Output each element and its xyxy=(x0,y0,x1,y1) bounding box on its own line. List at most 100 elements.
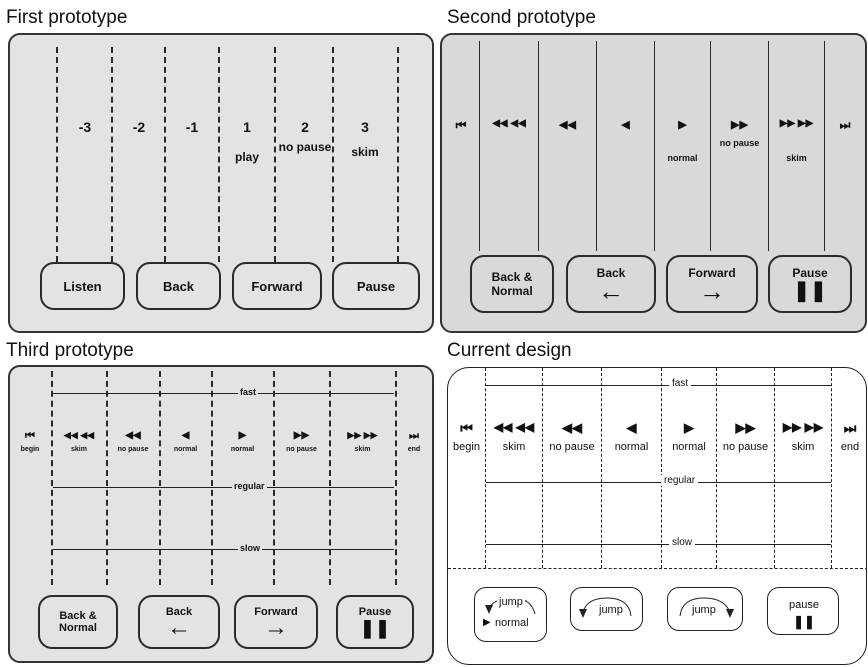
label-no-pause: no pause xyxy=(719,138,760,148)
column-divider xyxy=(768,41,769,251)
back-and-normal-button[interactable]: Back & Normal xyxy=(38,595,118,649)
rewind-no-pause-icon[interactable]: ◀◀ xyxy=(559,119,576,131)
pause-button[interactable]: Pause ❚❚ xyxy=(768,255,852,313)
label-end: end xyxy=(840,441,860,453)
rewind-normal-icon[interactable]: ◀ xyxy=(626,420,637,435)
label-normal: normal xyxy=(667,153,698,163)
pause-label: Pause xyxy=(358,606,392,618)
fast-rewind-skim-icon[interactable]: ◀◀ ◀◀ xyxy=(63,430,95,440)
forward-no-pause-icon[interactable]: ▶▶ xyxy=(293,430,310,441)
column-divider xyxy=(596,41,597,251)
forward-no-pause-icon[interactable]: ▶▶ xyxy=(735,420,756,435)
jump-forward-button[interactable]: jump xyxy=(667,587,743,631)
jump-label: jump xyxy=(690,604,718,616)
forward-button[interactable]: Forward → xyxy=(666,255,758,313)
label-normal: normal xyxy=(614,441,649,453)
forward-button[interactable]: Forward → xyxy=(234,595,318,649)
forward-no-pause-icon[interactable]: ▶▶ xyxy=(731,119,748,131)
rewind-no-pause-icon[interactable]: ◀◀ xyxy=(125,430,141,441)
jump-back-button[interactable]: jump xyxy=(570,587,643,631)
speed-minus-1[interactable]: -1 xyxy=(185,119,199,135)
label-no-pause: no pause xyxy=(117,446,149,453)
speed-minus-3[interactable]: -3 xyxy=(78,119,92,135)
speed-2[interactable]: 2 xyxy=(301,119,309,135)
label-normal: normal xyxy=(173,446,198,453)
pause-icon: ❚❚ xyxy=(793,280,827,302)
skip-to-begin-icon[interactable]: ⏮ xyxy=(460,420,473,436)
regular-speed-line xyxy=(486,482,831,483)
skip-to-end-icon[interactable]: ⏭ xyxy=(843,420,857,436)
rewind-no-pause-icon[interactable]: ◀◀ xyxy=(562,420,582,435)
jump-label: jump xyxy=(597,604,625,616)
pause-button[interactable]: Pause xyxy=(332,262,420,310)
second-prototype-panel: ⏮ ◀◀ ◀◀ ◀◀ ◀ ▶ ▶▶ ▶▶ ▶▶ ⏭ normal no paus… xyxy=(440,33,867,333)
column-divider xyxy=(111,47,113,262)
fast-speed-line xyxy=(53,393,394,394)
back-and-normal-button[interactable]: Back & Normal xyxy=(470,255,554,313)
pause-button[interactable]: pause ❚❚ xyxy=(767,587,839,635)
slow-speed-line xyxy=(486,544,831,545)
column-divider xyxy=(716,368,717,568)
rewind-normal-icon[interactable]: ◀ xyxy=(181,430,190,441)
speed-minus-2[interactable]: -2 xyxy=(132,119,146,135)
play-normal-icon[interactable]: ▶ xyxy=(678,119,687,131)
column-divider xyxy=(274,47,276,262)
fast-forward-skim-icon[interactable]: ▶▶ ▶▶ xyxy=(779,118,814,129)
skip-to-begin-icon[interactable]: ⏮ xyxy=(25,430,35,442)
column-divider xyxy=(661,368,662,568)
slow-label: slow xyxy=(669,537,696,548)
label-begin: begin xyxy=(453,441,480,453)
forward-label: Forward xyxy=(254,606,298,618)
left-arrow-icon: ← xyxy=(598,276,624,306)
skip-to-end-icon[interactable]: ⏭ xyxy=(409,430,419,442)
forward-button[interactable]: Forward xyxy=(232,262,322,310)
column-divider xyxy=(397,47,399,262)
listen-button[interactable]: Listen xyxy=(40,262,125,310)
column-divider xyxy=(710,41,711,251)
back-and-normal-label: Back & Normal xyxy=(59,610,97,634)
column-divider xyxy=(774,368,775,568)
fast-rewind-skim-icon[interactable]: ◀◀ ◀◀ xyxy=(492,118,526,129)
regular-speed-line xyxy=(53,487,394,488)
first-prototype-panel: -3 -2 -1 1 2 3 play no pause skim Listen… xyxy=(8,33,434,333)
section-divider xyxy=(448,568,866,569)
fast-rewind-skim-icon[interactable]: ◀◀ ◀◀ xyxy=(493,420,535,434)
current-design-panel: fast regular slow ⏮ ◀◀ ◀◀ ◀◀ ◀ ▶ ▶▶ ▶▶ ▶… xyxy=(447,367,867,665)
back-button[interactable]: Back ← xyxy=(138,595,220,649)
label-no-pause: no pause xyxy=(286,446,317,453)
caption-second-prototype: Second prototype xyxy=(447,7,596,28)
play-small-icon: ▶ xyxy=(483,617,491,628)
fast-speed-line xyxy=(486,385,831,386)
fast-forward-skim-icon[interactable]: ▶▶ ▶▶ xyxy=(782,420,824,434)
fast-forward-skim-icon[interactable]: ▶▶ ▶▶ xyxy=(347,430,378,440)
label-begin: begin xyxy=(20,446,40,453)
back-button[interactable]: Back xyxy=(136,262,221,310)
speed-3-sublabel: skim xyxy=(351,145,379,159)
column-divider xyxy=(332,47,334,262)
pause-button[interactable]: Pause ❚❚ xyxy=(336,595,414,649)
jump-back-normal-button[interactable]: jump ▶ normal xyxy=(474,587,547,642)
rewind-normal-icon[interactable]: ◀ xyxy=(621,119,630,131)
column-divider xyxy=(824,41,825,251)
label-skim: skim xyxy=(786,153,807,163)
column-divider xyxy=(51,371,53,585)
column-divider xyxy=(56,47,58,262)
play-normal-icon[interactable]: ▶ xyxy=(684,420,694,435)
right-arrow-icon: → xyxy=(699,276,725,306)
play-normal-icon[interactable]: ▶ xyxy=(238,430,247,441)
column-divider xyxy=(538,41,539,251)
speed-1[interactable]: 1 xyxy=(243,119,251,135)
back-and-normal-label: Back & Normal xyxy=(491,270,533,298)
label-normal: normal xyxy=(672,441,706,453)
caption-current-design: Current design xyxy=(447,340,572,361)
speed-3[interactable]: 3 xyxy=(361,119,369,135)
pause-label: pause xyxy=(789,599,819,611)
back-button[interactable]: Back ← xyxy=(566,255,656,313)
skip-to-end-icon[interactable]: ⏭ xyxy=(839,118,851,132)
back-label: Back xyxy=(165,606,193,618)
pause-label: Pause xyxy=(792,266,828,280)
label-no-pause: no pause xyxy=(722,441,769,453)
label-skim: skim xyxy=(791,441,815,453)
regular-label: regular xyxy=(232,481,267,491)
skip-to-begin-icon[interactable]: ⏮ xyxy=(455,118,467,132)
